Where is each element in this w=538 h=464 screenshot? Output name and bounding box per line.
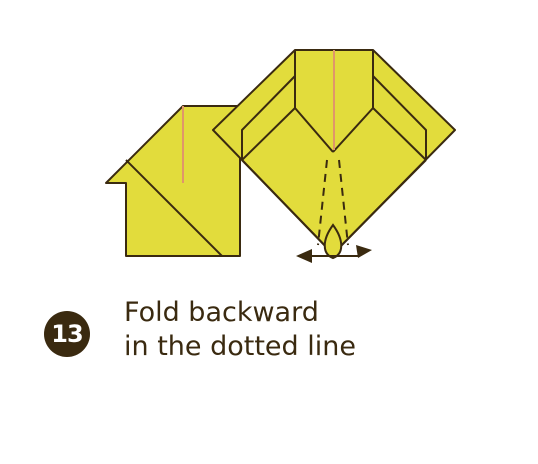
instruction-line-1: Fold backward — [124, 297, 319, 328]
pocket-bottom-left — [241, 159, 334, 255]
origami-fold-diagram — [105, 49, 456, 263]
fold-backward-arrow — [296, 223, 372, 263]
right-piece-inner-outline-right — [372, 50, 427, 160]
instruction-text: Fold backward in the dotted line — [124, 296, 356, 364]
instruction-line-2: in the dotted line — [124, 331, 356, 362]
step-number-badge: 13 — [44, 311, 90, 357]
pocket-bottom-right — [332, 159, 427, 255]
right-piece-inner-outline — [241, 50, 296, 160]
dotted-fold-line-right — [338, 159, 349, 246]
dotted-fold-line-left — [317, 159, 328, 246]
left-piece-fold-line — [125, 159, 223, 257]
